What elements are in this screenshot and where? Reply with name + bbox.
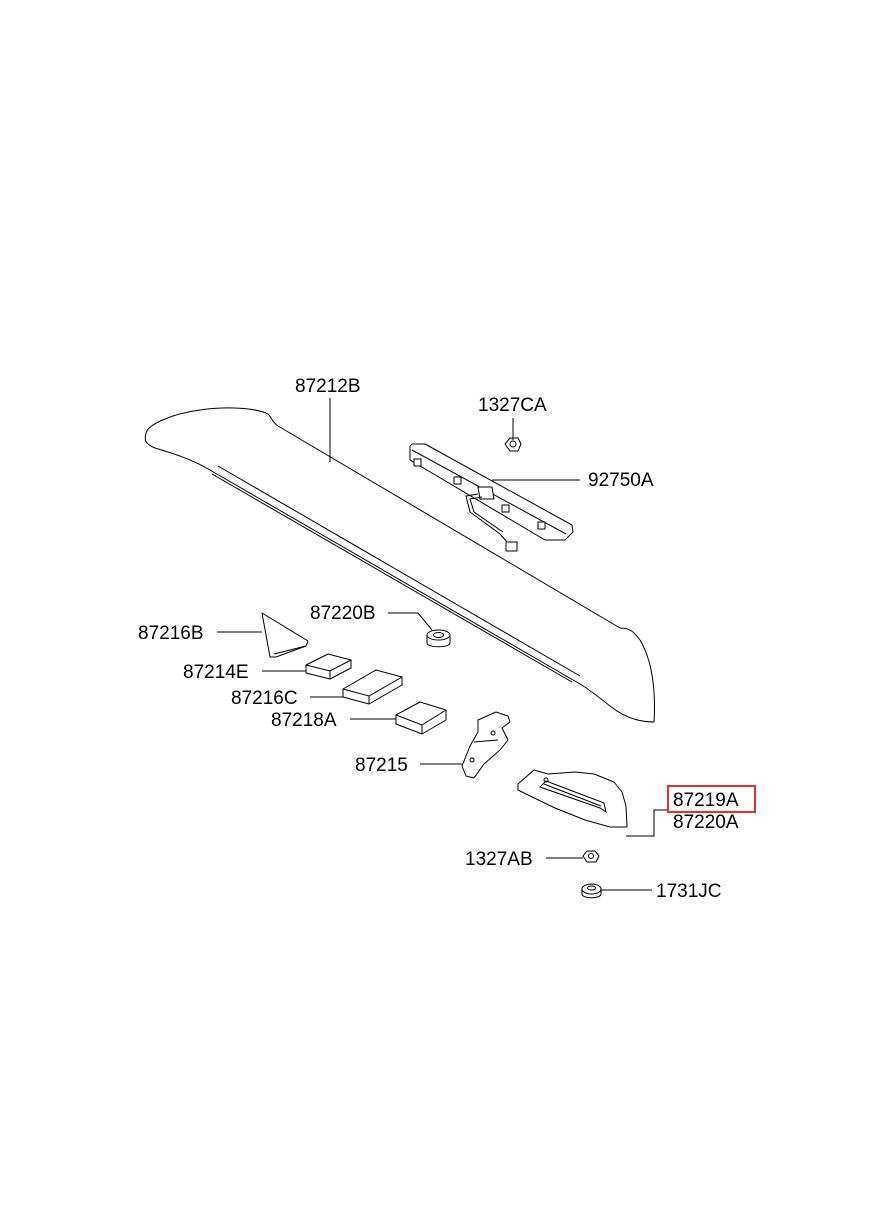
label-1327AB[interactable]: 1327AB <box>465 849 533 870</box>
label-87220B[interactable]: 87220B <box>310 603 376 624</box>
label-1731JC[interactable]: 1731JC <box>656 881 722 902</box>
label-87219A[interactable]: 87219A <box>673 790 739 811</box>
label-87220A[interactable]: 87220A <box>673 812 739 833</box>
spoiler-panel[interactable] <box>144 407 655 723</box>
nut-1327CA[interactable] <box>504 437 522 452</box>
pad-87218A[interactable] <box>395 701 447 735</box>
label-87214E[interactable]: 87214E <box>183 662 249 683</box>
part-labels: 87212B 1327CA 92750A 87220B 87216B 87214… <box>138 376 739 902</box>
pad-87214E[interactable] <box>305 653 352 680</box>
end-cap-87219A[interactable] <box>517 769 628 828</box>
leader-87220B <box>388 612 433 631</box>
pad-87216C[interactable] <box>342 669 403 705</box>
label-87216B[interactable]: 87216B <box>138 623 204 644</box>
nut-1327AB[interactable] <box>582 850 600 863</box>
grommet-87220B[interactable] <box>426 629 451 648</box>
label-87215[interactable]: 87215 <box>355 755 408 776</box>
pad-87216B[interactable] <box>261 612 309 658</box>
bracket-87215[interactable] <box>461 711 511 779</box>
label-87212B[interactable]: 87212B <box>295 376 361 397</box>
label-87216C[interactable]: 87216C <box>231 688 298 709</box>
label-1327CA[interactable]: 1327CA <box>478 395 547 416</box>
leader-lines <box>217 398 667 891</box>
selected-part-highlight <box>667 785 756 813</box>
label-87218A[interactable]: 87218A <box>271 710 337 731</box>
grommet-1731JC[interactable] <box>581 883 602 899</box>
label-92750A[interactable]: 92750A <box>588 470 654 491</box>
leader-87219A <box>626 809 667 837</box>
high-mount-stop-lamp[interactable] <box>409 443 574 552</box>
